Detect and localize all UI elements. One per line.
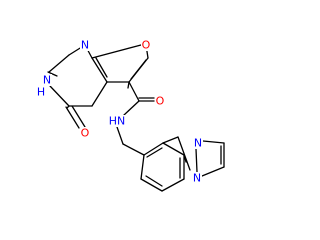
bond-line <box>177 136 191 171</box>
atom-label-o: O <box>81 127 90 140</box>
bond-line <box>66 105 70 109</box>
atom-label-hn: HN <box>109 115 126 128</box>
bond-line <box>65 106 80 129</box>
atom-n-pyrazole-2: N <box>193 137 203 150</box>
bond-line <box>128 81 140 102</box>
bond-line <box>123 100 140 116</box>
bond-line <box>161 178 185 192</box>
bond-line <box>195 148 198 173</box>
atom-label-n: N <box>193 172 201 185</box>
bond-line <box>140 154 145 180</box>
bond-line <box>95 57 108 78</box>
bond-line <box>71 105 86 128</box>
bond-line <box>145 175 163 187</box>
bond-line <box>122 143 145 156</box>
bond-line <box>202 140 225 144</box>
bond-line <box>91 81 108 107</box>
bond-line <box>47 71 58 77</box>
bond-line <box>91 44 142 59</box>
atom-label-n: N <box>194 137 202 150</box>
atom-label-o: O <box>156 95 165 108</box>
bond-line <box>91 57 108 83</box>
atom-nh-pyrimidinone: H N <box>34 74 52 99</box>
bond-line <box>130 59 147 80</box>
molecule-structure-diagram: N O H N O O HN N N <box>34 38 225 192</box>
bond-line <box>49 85 70 107</box>
atom-o-amide: O <box>155 95 165 108</box>
bond-lines <box>47 44 225 192</box>
atom-n-pyrazole-1: N <box>192 172 202 185</box>
bond-line <box>140 178 163 192</box>
bond-line <box>162 136 179 144</box>
bond-line <box>201 166 225 177</box>
atom-labels: N O H N O O HN N N <box>34 39 203 185</box>
atom-o-furan: O <box>141 39 151 52</box>
atom-n-pyrimidine-top: N <box>80 39 90 52</box>
bond-line <box>162 142 185 156</box>
atom-nh-amide: HN <box>108 115 126 128</box>
atom-o-ketone: O <box>80 127 90 140</box>
atom-label-n: N <box>81 39 89 52</box>
bond-line <box>146 147 163 158</box>
atom-label-h: H <box>37 86 45 99</box>
atom-label-n: N <box>43 74 51 87</box>
bond-line <box>48 54 70 73</box>
bond-line <box>116 126 124 145</box>
atom-label-o: O <box>142 39 151 52</box>
bond-line <box>143 142 164 156</box>
